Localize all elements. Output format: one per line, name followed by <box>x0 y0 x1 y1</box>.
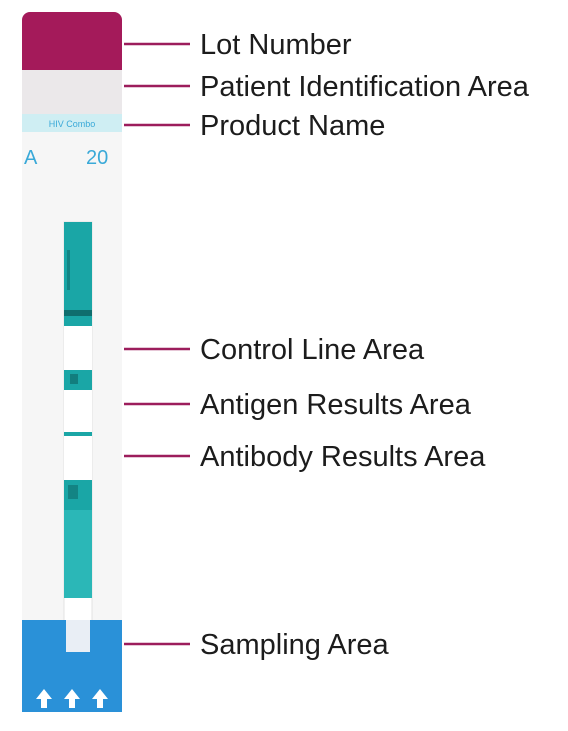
strip-letter: A <box>24 147 38 169</box>
control-line-window <box>64 326 92 370</box>
label-antibody-results-area: Antibody Results Area <box>200 441 486 473</box>
antigen-results-window <box>64 390 92 432</box>
label-antigen-results-area: Antigen Results Area <box>200 389 472 421</box>
strip-number: 20 <box>86 147 108 169</box>
sample-pad <box>66 620 90 652</box>
arrow-up-icon <box>36 689 52 708</box>
label-sampling-area: Sampling Area <box>200 629 389 661</box>
antibody-results-window <box>64 436 92 480</box>
antibody-test-line <box>64 432 92 436</box>
teal-bottom-section <box>64 510 92 598</box>
label-lot-number: Lot Number <box>200 29 352 61</box>
label-product-name: Product Name <box>200 110 385 142</box>
product-band-text: HIV Combo <box>49 119 96 129</box>
product-name-band <box>22 114 122 132</box>
patient-identification-band <box>22 70 122 114</box>
label-patient-identification-area: Patient Identification Area <box>200 71 530 103</box>
label-control-line-area: Control Line Area <box>200 334 425 366</box>
arrow-up-icon <box>64 689 80 708</box>
arrow-up-icon <box>92 689 108 708</box>
